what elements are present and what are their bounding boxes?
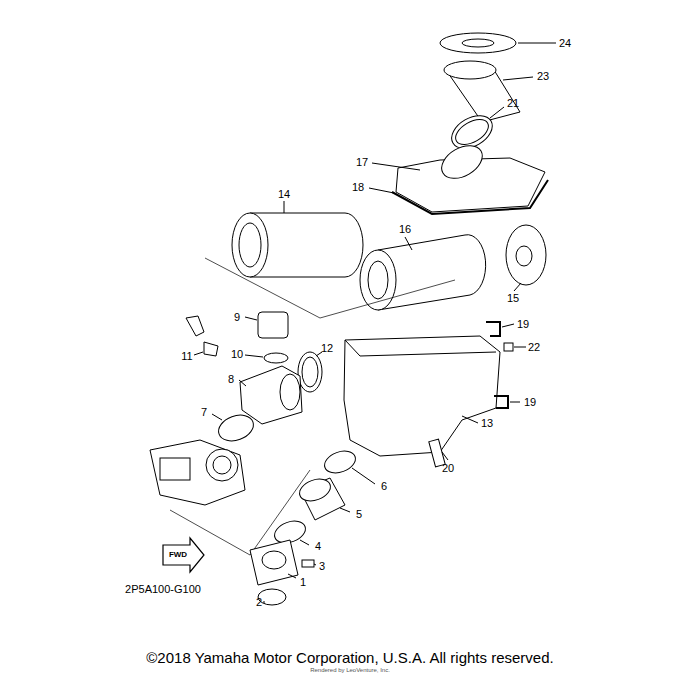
forward-marker: FWD xyxy=(169,551,187,559)
callout-number: 22 xyxy=(528,342,540,353)
callout-number: 4 xyxy=(315,541,321,552)
callout-number: 23 xyxy=(537,71,549,82)
callout-number: 11 xyxy=(181,351,192,362)
callout-number: 13 xyxy=(481,418,493,429)
callout-number: 7 xyxy=(201,407,207,418)
callout-number: 21 xyxy=(507,98,519,109)
watermark-text: Rendered by LeoVenture, Inc. xyxy=(310,667,390,673)
callout-number: 9 xyxy=(234,312,240,323)
callout-number: 17 xyxy=(356,157,368,168)
callout-number: 6 xyxy=(381,481,387,492)
callout-number: 19 xyxy=(524,397,536,408)
callout-number: 2 xyxy=(256,597,262,608)
callout-number: 19 xyxy=(517,319,529,330)
callout-number: 14 xyxy=(278,189,290,200)
callout-number: 3 xyxy=(319,561,325,572)
copyright-caption: ©2018 Yamaha Motor Corporation, U.S.A. A… xyxy=(146,650,553,665)
callout-number: 20 xyxy=(442,463,454,474)
callout-number: 15 xyxy=(507,293,519,304)
callout-number: 8 xyxy=(228,374,234,385)
callout-number: 12 xyxy=(321,343,333,354)
callout-number: 5 xyxy=(356,509,362,520)
callout-number: 10 xyxy=(231,349,243,360)
callout-number: 18 xyxy=(352,182,364,193)
callout-number: 24 xyxy=(559,38,571,49)
callout-number: 16 xyxy=(399,224,411,235)
diagram-code: 2P5A100-G100 xyxy=(125,584,201,595)
callout-number: 1 xyxy=(300,577,306,588)
